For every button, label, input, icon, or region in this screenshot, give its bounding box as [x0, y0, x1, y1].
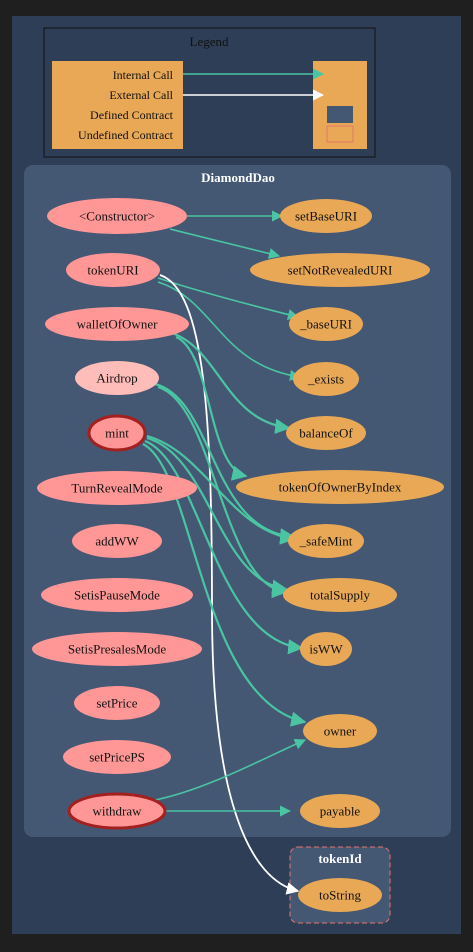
- function-node-constructor-shape: [47, 198, 187, 234]
- legend-defined-swatch: [327, 106, 353, 123]
- function-node-_baseURI[interactable]: _baseURI: [289, 307, 363, 341]
- function-node-_safeMint[interactable]: _safeMint: [288, 524, 364, 558]
- contract-cluster-title: DiamondDao: [201, 170, 275, 185]
- function-node-TurnRevealMode-shape: [37, 471, 197, 505]
- legend-undefined-swatch: [326, 125, 354, 143]
- function-node-setPricePS-shape: [63, 740, 171, 774]
- function-node-payable-label: payable: [320, 804, 361, 819]
- function-node-tokenURI[interactable]: tokenURI: [66, 253, 160, 287]
- function-node-_baseURI-shape: [289, 307, 363, 341]
- function-node-totalSupply-shape: [283, 578, 397, 612]
- call-edge-withdraw-to-owner: [154, 738, 307, 801]
- function-node-setPrice-label: setPrice: [96, 696, 137, 711]
- call-edge-mint-to-isWW: [144, 439, 304, 655]
- legend-title: Legend: [190, 34, 229, 49]
- function-node-walletOfOwner[interactable]: walletOfOwner: [45, 307, 189, 341]
- function-node-toString-shape: [298, 878, 382, 912]
- function-node-balanceOf[interactable]: balanceOf: [286, 416, 366, 450]
- function-node-_safeMint-label: _safeMint: [299, 534, 353, 549]
- function-node-toString[interactable]: toString: [298, 878, 382, 912]
- legend-external-call-label: External Call: [109, 88, 173, 102]
- function-node-tokenOfOwnerByIndex[interactable]: tokenOfOwnerByIndex: [236, 470, 444, 504]
- function-node-SetisPresalesMode-label: SetisPresalesMode: [68, 642, 166, 657]
- nodes-layer: <Constructor> tokenURI walletOfOwnerAirdro…: [32, 198, 444, 912]
- function-node-balanceOf-shape: [286, 416, 366, 450]
- function-node-setPricePS[interactable]: setPricePS: [63, 740, 171, 774]
- function-node-isWW-shape: [300, 632, 352, 666]
- function-node-_baseURI-label: _baseURI: [299, 317, 352, 332]
- function-node-TurnRevealMode-label: TurnRevealMode: [71, 481, 162, 496]
- function-node-setPrice[interactable]: setPrice: [74, 686, 160, 720]
- function-node-SetisPresalesMode-shape: [32, 632, 202, 666]
- function-node-tokenURI-shape: [66, 253, 160, 287]
- function-node-_exists-label: _exists: [307, 372, 344, 387]
- tokenid-cluster-title: tokenId: [318, 851, 362, 866]
- function-node-SetisPauseMode-label: SetisPauseMode: [74, 588, 160, 603]
- function-node-balanceOf-label: balanceOf: [299, 426, 353, 441]
- call-edge-mint-to-owner: [142, 443, 307, 727]
- function-node-toString-label: toString: [319, 888, 361, 903]
- function-node-tokenOfOwnerByIndex-label: tokenOfOwnerByIndex: [279, 480, 402, 495]
- legend: Legend Internal Call External Call Defin…: [43, 27, 376, 158]
- call-edge-walletOfOwner-to-balanceOf: [171, 331, 291, 434]
- function-node-totalSupply[interactable]: totalSupply: [283, 578, 397, 612]
- function-node-walletOfOwner-shape: [45, 307, 189, 341]
- function-node-SetisPauseMode-shape: [41, 578, 193, 612]
- function-node-mint-shape: [87, 414, 147, 452]
- call-edge-mint-to-_safeMint: [146, 434, 296, 545]
- function-node-payable-shape: [300, 794, 380, 828]
- function-node-owner-shape: [303, 714, 377, 748]
- function-node-_exists-shape: [293, 362, 359, 396]
- legend-frame: [43, 27, 376, 158]
- function-node-setNotRevealedURI[interactable]: setNotRevealedURI: [250, 253, 430, 287]
- call-edge-walletOfOwner-to-tokenOfOwnerByIndex: [175, 335, 248, 481]
- call-edge-mint-to-totalSupply: [146, 436, 288, 595]
- function-node-setBaseURI-shape: [280, 199, 372, 233]
- function-node-tokenURI-label: tokenURI: [87, 263, 138, 278]
- call-edge-tokenURI-to-_exists: [157, 281, 302, 382]
- function-node-totalSupply-label: totalSupply: [310, 588, 370, 603]
- function-node-setPrice-shape: [74, 686, 160, 720]
- function-node-Airdrop-label: Airdrop: [96, 371, 137, 386]
- function-node-setNotRevealedURI-shape: [250, 253, 430, 287]
- function-node-owner[interactable]: owner: [303, 714, 377, 748]
- function-node-withdraw-shape: [67, 792, 167, 830]
- function-node-Airdrop-shape: [75, 361, 159, 395]
- legend-undefined-contract-label: Undefined Contract: [78, 128, 174, 142]
- function-node-setBaseURI-label: setBaseURI: [295, 209, 357, 224]
- legend-left-block: [52, 61, 183, 149]
- function-node-withdraw[interactable]: withdraw: [67, 792, 167, 830]
- function-node-walletOfOwner-label: walletOfOwner: [77, 317, 159, 332]
- function-node-setNotRevealedURI-label: setNotRevealedURI: [288, 263, 393, 278]
- function-node-owner-label: owner: [324, 724, 357, 739]
- function-node-setPricePS-label: setPricePS: [89, 750, 145, 765]
- function-node-constructor-label: <Constructor>: [79, 209, 155, 224]
- function-node-constructor[interactable]: <Constructor>: [47, 198, 187, 234]
- call-edge-constructor-to-setNotRevealedURI: [169, 228, 281, 259]
- function-node-addWW-label: addWW: [95, 534, 139, 549]
- function-node-_safeMint-shape: [288, 524, 364, 558]
- function-node-TurnRevealMode[interactable]: TurnRevealMode: [37, 471, 197, 505]
- function-node-payable[interactable]: payable: [300, 794, 380, 828]
- function-node-mint-label: mint: [105, 426, 129, 441]
- function-node-withdraw-label: withdraw: [92, 804, 142, 819]
- edges-layer: [142, 210, 307, 895]
- legend-internal-call-label: Internal Call: [113, 68, 174, 82]
- function-node-setBaseURI[interactable]: setBaseURI: [280, 199, 372, 233]
- function-node-SetisPauseMode[interactable]: SetisPauseMode: [41, 578, 193, 612]
- function-node-addWW[interactable]: addWW: [72, 524, 162, 558]
- legend-defined-contract-label: Defined Contract: [90, 108, 174, 122]
- function-node-isWW[interactable]: isWW: [300, 632, 352, 666]
- function-node-Airdrop[interactable]: Airdrop: [75, 361, 159, 395]
- function-node-isWW-label: isWW: [309, 642, 343, 657]
- function-node-mint[interactable]: mint: [87, 414, 147, 452]
- function-node-tokenOfOwnerByIndex-shape: [236, 470, 444, 504]
- function-node-addWW-shape: [72, 524, 162, 558]
- function-node-_exists[interactable]: _exists: [293, 362, 359, 396]
- function-node-SetisPresalesMode[interactable]: SetisPresalesMode: [32, 632, 202, 666]
